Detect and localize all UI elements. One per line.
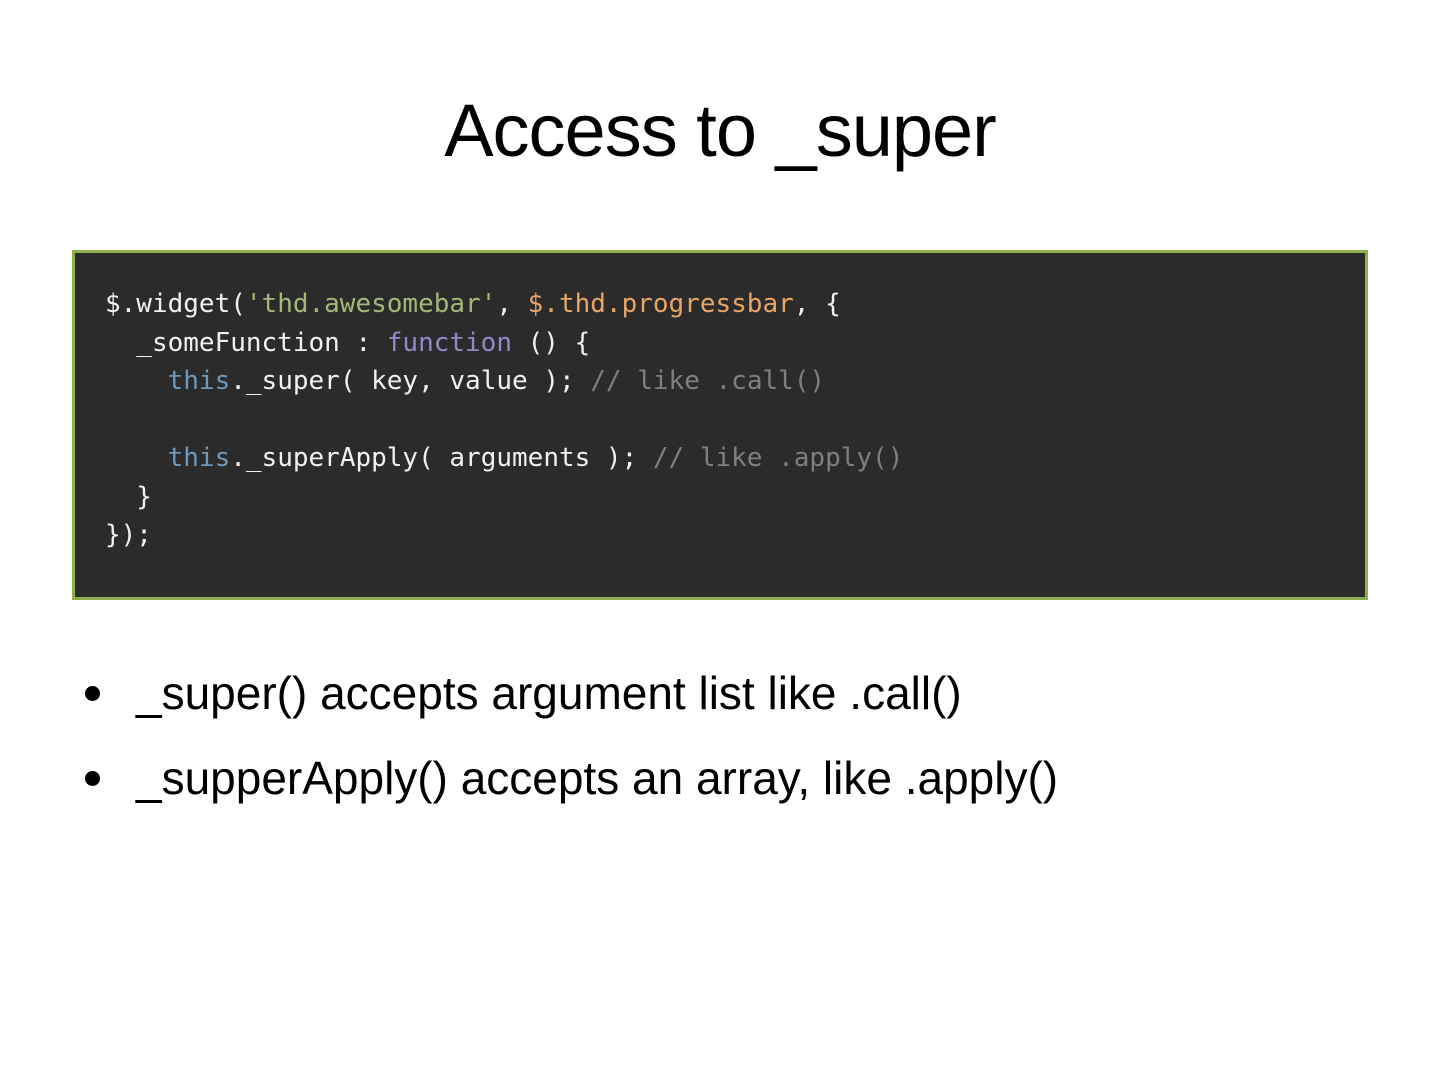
slide-title: Access to _super: [444, 89, 997, 172]
code-line: this._super( key, value ); // like .call…: [105, 362, 1345, 401]
code-token: // like .call(): [590, 366, 826, 396]
code-token: $.widget(: [105, 289, 246, 319]
code-token: ._superApply( arguments );: [230, 443, 653, 473]
code-line: }: [105, 478, 1345, 517]
code-token: [105, 366, 168, 396]
code-line: [105, 401, 1345, 440]
code-token: [105, 443, 168, 473]
code-token: , {: [793, 289, 841, 319]
code-token: this: [167, 366, 231, 396]
code-block: $.widget('thd.awesomebar', $.thd.progres…: [72, 250, 1368, 600]
code-token: this: [167, 443, 231, 473]
bullet-icon: [85, 770, 100, 786]
code-line: $.widget('thd.awesomebar', $.thd.progres…: [105, 285, 1345, 324]
code-token: 'thd.awesomebar': [245, 289, 497, 319]
bullet-list: _super() accepts argument list like .cal…: [85, 668, 1385, 837]
code-content: $.widget('thd.awesomebar', $.thd.progres…: [105, 285, 1345, 555]
bullet-icon: [85, 686, 100, 701]
code-token: }: [105, 481, 152, 512]
code-line: _someFunction : function () {: [105, 324, 1345, 363]
code-token: // like .apply(): [652, 443, 904, 473]
code-token: });: [105, 520, 152, 550]
code-token: _someFunction :: [105, 327, 387, 358]
list-item: _supperApply() accepts an array, like .a…: [85, 751, 1385, 804]
code-token: ._super( key, value );: [230, 366, 591, 396]
bullet-text: _super() accepts argument list like .cal…: [136, 667, 962, 719]
code-line: });: [105, 516, 1345, 555]
list-item: _super() accepts argument list like .cal…: [85, 668, 1385, 719]
code-line: this._superApply( arguments ); // like .…: [105, 439, 1345, 478]
code-token: ,: [496, 289, 528, 319]
code-token: function: [386, 327, 512, 358]
bullet-text: _supperApply() accepts an array, like .a…: [136, 751, 1059, 804]
code-token: () {: [512, 327, 591, 358]
code-token: $.thd.progressbar: [527, 289, 794, 319]
